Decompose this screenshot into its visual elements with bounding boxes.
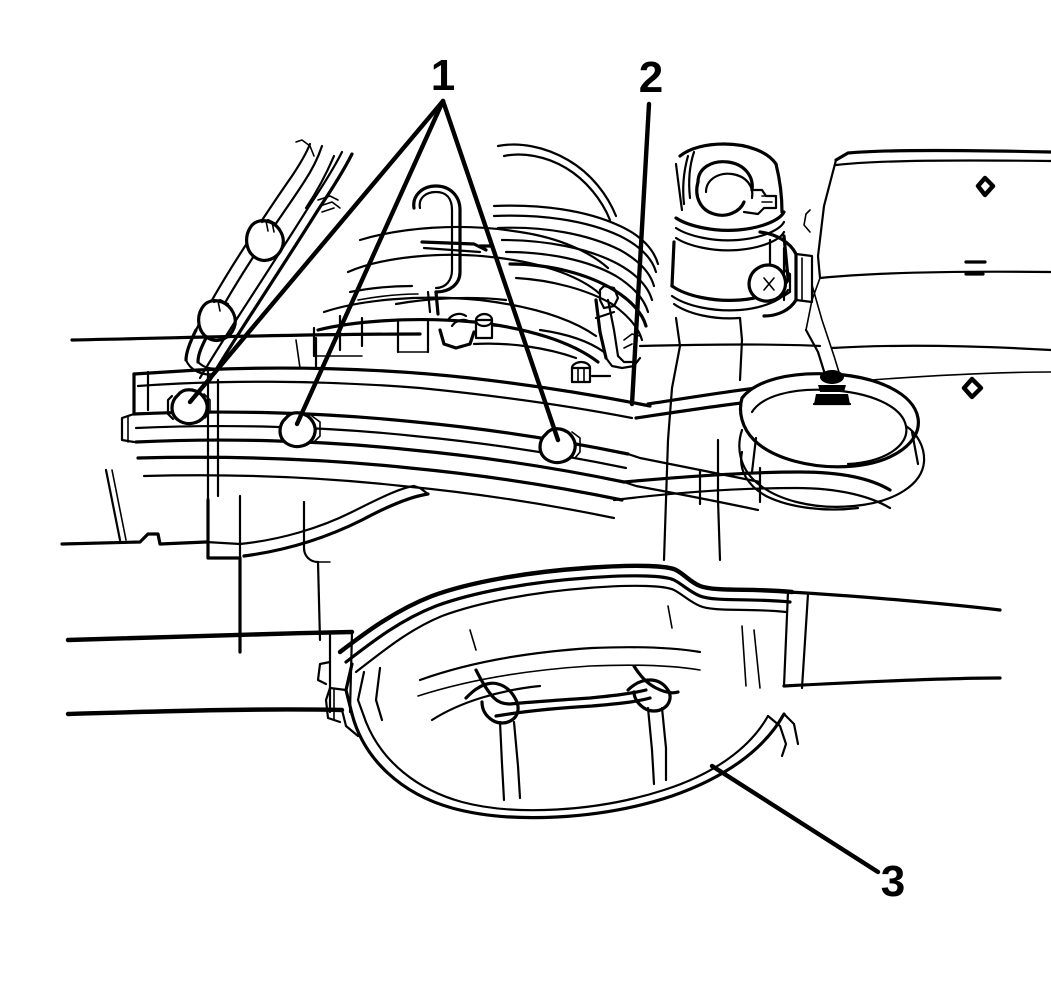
panel-dash-marker [964, 260, 987, 276]
frame-rail-left [60, 370, 430, 654]
leader-1a [187, 98, 446, 405]
leader-1c [440, 98, 561, 443]
callout-labels: 1 2 3 [431, 51, 905, 906]
leader-1b [294, 98, 446, 427]
callout-1-label: 1 [431, 51, 455, 100]
axle-housing-tube-right [782, 590, 1002, 690]
callout-leaders [187, 98, 881, 875]
shock-absorber [662, 142, 814, 562]
body-panel [803, 149, 1051, 386]
leader-2 [629, 101, 652, 407]
differential-cover [316, 563, 800, 820]
brake-line-bracket [184, 139, 354, 382]
frame-upper-edge [70, 332, 822, 348]
callout-3-label: 3 [881, 857, 905, 906]
crossmember-bolt [166, 388, 581, 465]
coil-spring-seat [738, 370, 926, 511]
callout-2-label: 2 [639, 53, 663, 102]
leader-3 [709, 763, 881, 875]
panel-hole-marker [961, 175, 996, 400]
